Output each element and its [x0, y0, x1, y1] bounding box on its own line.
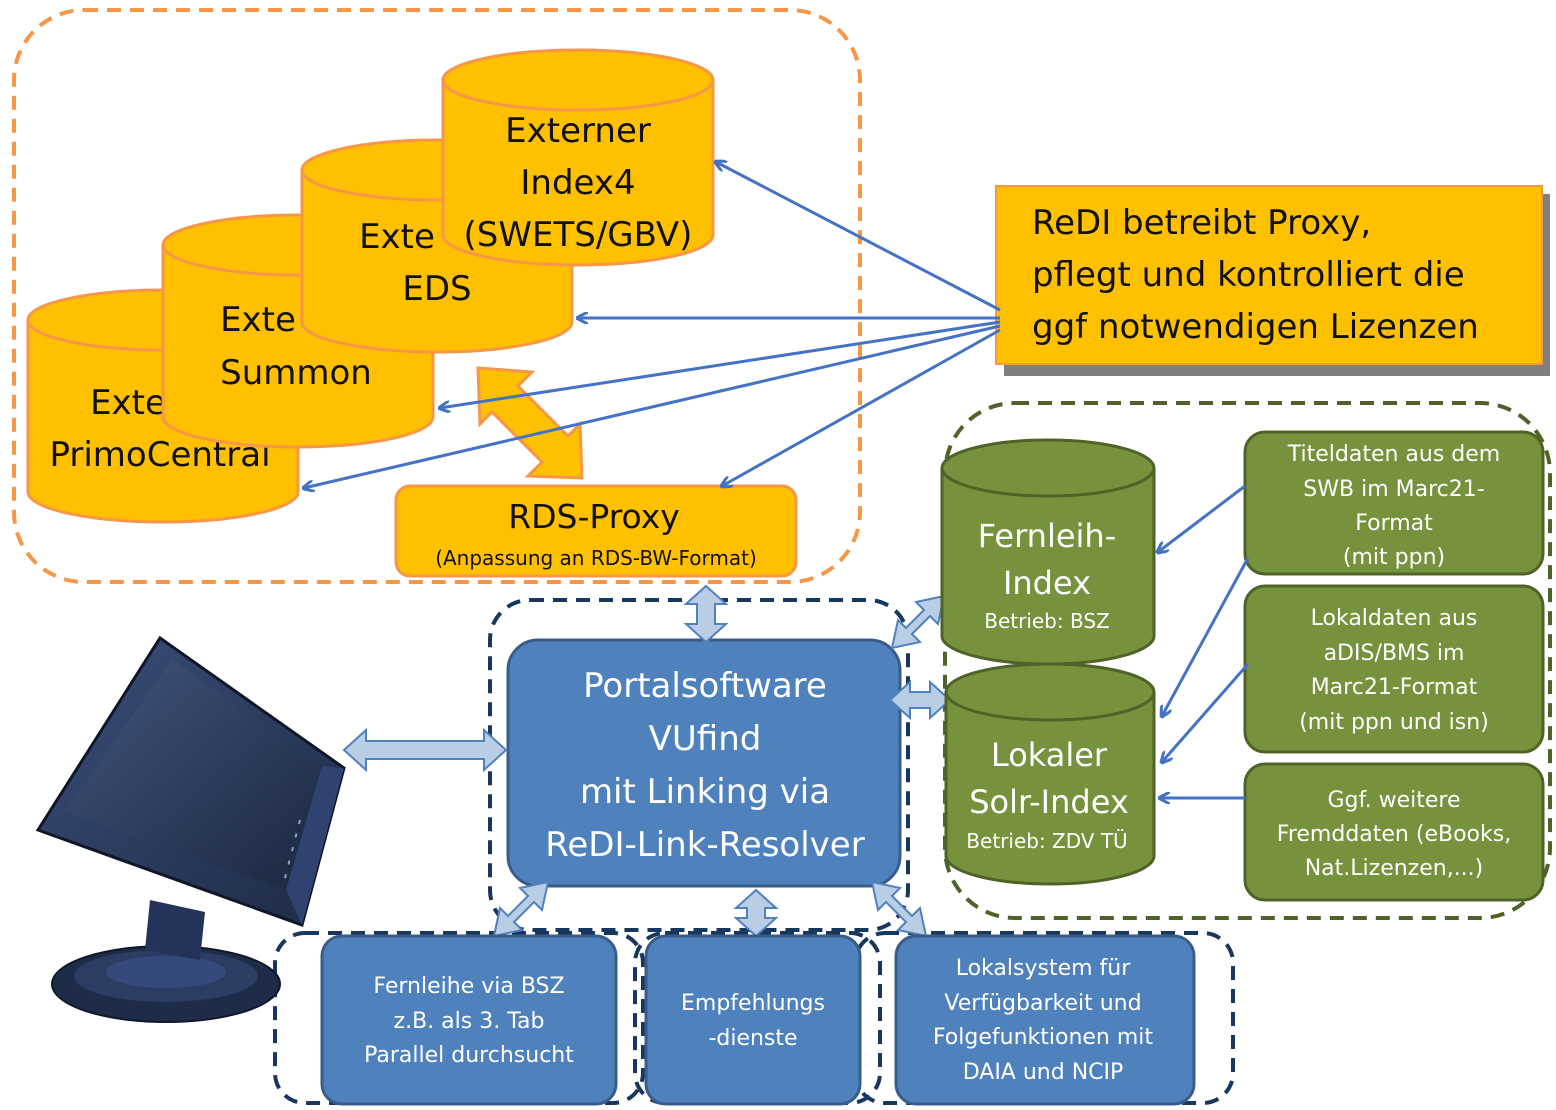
- bottom-region-1: [273, 931, 645, 1105]
- service-fernleihe: Fernleihe via BSZ z.B. als 3. Tab Parall…: [320, 934, 618, 1106]
- redi-line1: ReDI betreibt Proxy,: [1032, 203, 1371, 243]
- primocentral-line1: Exte: [90, 383, 166, 423]
- fernleihe-line3: Parallel durchsucht: [364, 1043, 574, 1068]
- lokaler-line1: Lokaler: [991, 736, 1108, 774]
- titeldaten-line4: (mit ppn): [1343, 545, 1445, 570]
- bottom-region-3: [853, 931, 1235, 1105]
- lokalsystem-line3: Folgefunktionen mit: [933, 1025, 1153, 1050]
- data-source-titeldaten: Titeldaten aus dem SWB im Marc21- Format…: [1243, 430, 1545, 576]
- rds-proxy-box: RDS-Proxy (Anpassung an RDS-BW-Format): [394, 484, 798, 578]
- lokaldaten-line1: Lokaldaten aus: [1311, 606, 1478, 631]
- eds-line1: Exte: [359, 217, 435, 257]
- proxy-exchange-arrow: [476, 366, 584, 480]
- lokaldaten-line2: aDIS/BMS im: [1324, 641, 1465, 666]
- fremddaten-line2: Fremddaten (eBooks,: [1277, 822, 1511, 847]
- local-data-region: [943, 401, 1552, 920]
- portal-line1: Portalsoftware: [583, 666, 827, 706]
- index4-line3: (SWETS/GBV): [464, 215, 693, 255]
- redi-box: ReDI betreibt Proxy, pflegt und kontroll…: [995, 185, 1550, 376]
- fernleih-line2: Index: [1003, 564, 1091, 602]
- data-source-lokaldaten: Lokaldaten aus aDIS/BMS im Marc21-Format…: [1243, 584, 1545, 754]
- fernleih-index: Fernleih- Index Betrieb: BSZ: [940, 438, 1156, 666]
- lokaldaten-line3: Marc21-Format: [1311, 675, 1478, 700]
- fremddaten-line1: Ggf. weitere: [1327, 788, 1460, 813]
- rds-proxy-title: RDS-Proxy: [508, 497, 680, 536]
- redi-line3: ggf notwendigen Lizenzen: [1032, 307, 1479, 347]
- portal-line4: ReDI-Link-Resolver: [545, 825, 864, 865]
- index4-line1: Externer: [505, 111, 651, 151]
- titeldaten-line2: SWB im Marc21-: [1303, 477, 1484, 502]
- redi-arrows: [304, 162, 1001, 488]
- fernleih-line1: Fernleih-: [978, 517, 1117, 555]
- fernleihe-line1: Fernleihe via BSZ: [373, 974, 564, 999]
- lokaler-index: Lokaler Solr-Index Betrieb: ZDV TÜ: [944, 662, 1156, 886]
- lokalsystem-line4: DAIA und NCIP: [963, 1060, 1124, 1085]
- lokaler-line3: Betrieb: ZDV TÜ: [966, 829, 1127, 853]
- summon-line1: Exte: [220, 300, 296, 340]
- fremddaten-line3: Nat.Lizenzen,...): [1305, 856, 1484, 881]
- service-empfehlungsdienste: Empfehlungs -dienste: [644, 934, 862, 1106]
- eds-line2: EDS: [402, 269, 471, 309]
- redi-line2: pflegt und kontrolliert die: [1032, 255, 1465, 295]
- lokalsystem-line1: Lokalsystem für: [956, 956, 1131, 981]
- lokalsystem-line2: Verfügbarkeit und: [944, 991, 1141, 1016]
- titeldaten-line1: Titeldaten aus dem: [1287, 442, 1501, 467]
- titeldaten-line3: Format: [1355, 511, 1433, 536]
- index4-line2: Index4: [520, 163, 635, 203]
- fernleihe-line2: z.B. als 3. Tab: [394, 1009, 545, 1034]
- fernleih-line3: Betrieb: BSZ: [984, 609, 1110, 633]
- empfehlung-line2: -dienste: [708, 1026, 797, 1051]
- data-source-fremddaten: Ggf. weitere Fremddaten (eBooks, Nat.Liz…: [1243, 762, 1545, 902]
- summon-line2: Summon: [220, 353, 372, 393]
- rds-proxy-subtitle: (Anpassung an RDS-BW-Format): [435, 546, 757, 570]
- empfehlung-line1: Empfehlungs: [681, 991, 825, 1016]
- service-lokalsystem: Lokalsystem für Verfügbarkeit und Folgef…: [894, 934, 1196, 1106]
- portal-line3: mit Linking via: [580, 772, 830, 812]
- portal-line2: VUfind: [649, 719, 762, 759]
- data-source-arrows: [1158, 484, 1250, 798]
- lokaler-line2: Solr-Index: [969, 783, 1129, 821]
- monitor-icon: [35, 635, 346, 1023]
- external-index-4: Externer Index4 (SWETS/GBV): [441, 48, 715, 267]
- external-region: [12, 8, 862, 584]
- light-arrows: [342, 584, 952, 938]
- portal-box: Portalsoftware VUfind mit Linking via Re…: [506, 638, 902, 888]
- lokaldaten-line4: (mit ppn und isn): [1299, 710, 1489, 735]
